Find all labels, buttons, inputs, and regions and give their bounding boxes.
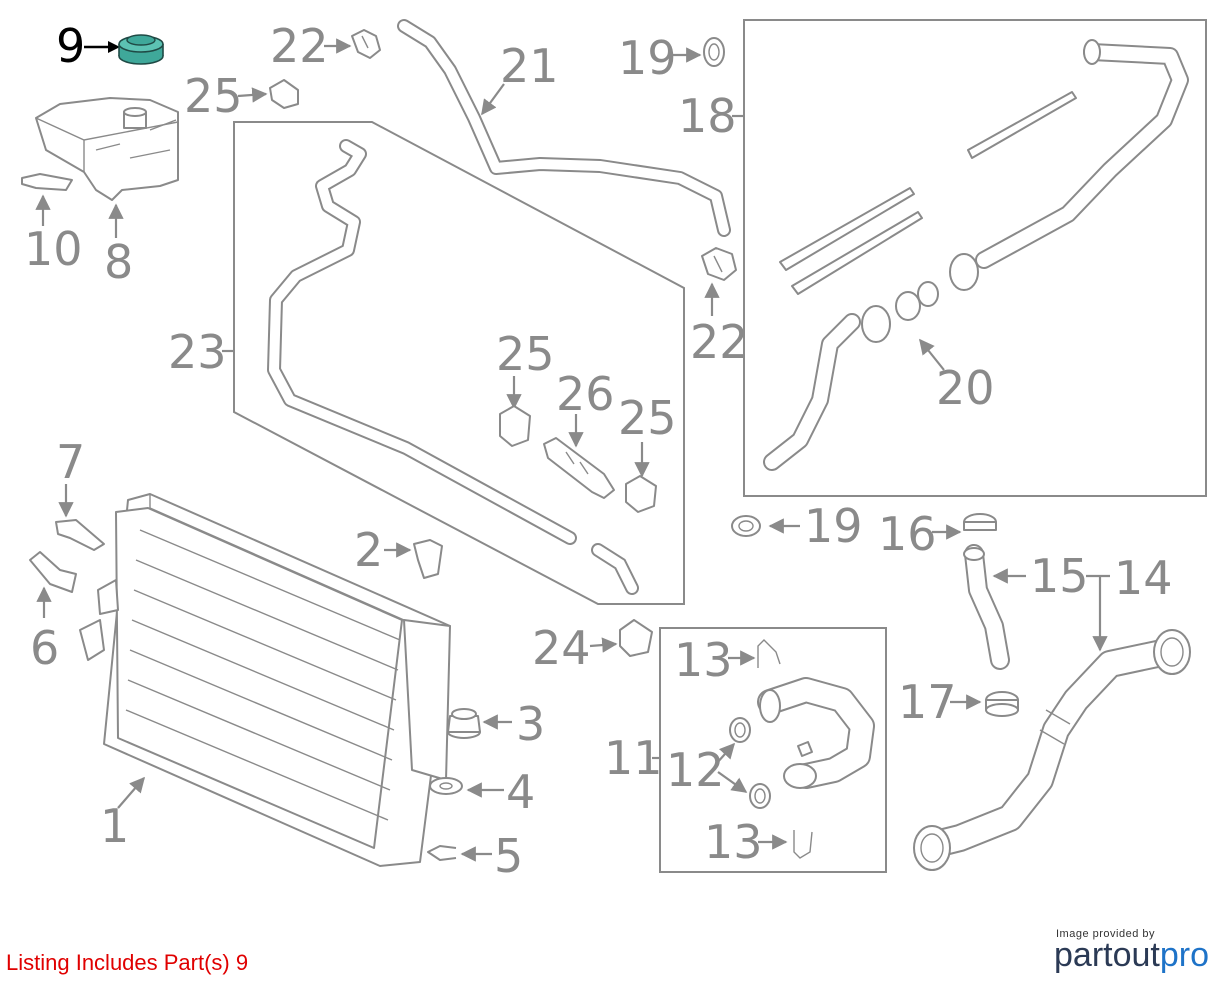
- callout-1: 1: [100, 799, 129, 853]
- cap-shape: [118, 34, 164, 65]
- part-23-hose-group[interactable]: 23: [168, 121, 685, 605]
- leader-21: [481, 83, 505, 116]
- callout-2: 2: [354, 523, 383, 577]
- part-9-cap[interactable]: 9: [56, 19, 164, 73]
- part-14-hose[interactable]: 14: [913, 551, 1191, 871]
- leader-25-top: [237, 87, 268, 103]
- callout-13-upper: 13: [674, 633, 733, 687]
- part-22-clamp-right[interactable]: 22: [690, 247, 749, 369]
- part-8-reservoir[interactable]: 8: [35, 97, 179, 289]
- callout-19-bottom: 19: [804, 499, 863, 553]
- part-26-connector[interactable]: 26: [543, 367, 615, 499]
- part-20-fitting[interactable]: 20: [919, 338, 995, 415]
- part-13-clip-lower[interactable]: 13: [704, 815, 813, 869]
- part-4-washer[interactable]: 4: [429, 765, 535, 819]
- part-15-hose[interactable]: 15: [963, 544, 1089, 670]
- callout-18: 18: [678, 89, 737, 143]
- callout-15: 15: [1030, 549, 1089, 603]
- callout-5: 5: [494, 829, 523, 883]
- part-17-clamp[interactable]: 17: [898, 675, 1019, 729]
- part-10-bracket[interactable]: 10: [21, 173, 83, 276]
- partoutpro-logo: partoutpro: [1054, 936, 1209, 975]
- part-25-clip-right[interactable]: 25: [618, 391, 677, 513]
- brand-main: partout: [1054, 936, 1160, 974]
- callout-16: 16: [878, 507, 937, 561]
- part-2-pin[interactable]: 2: [354, 523, 443, 579]
- part-24-clip[interactable]: 24: [532, 619, 653, 675]
- callout-4: 4: [506, 765, 535, 819]
- arrow-9: [108, 41, 120, 53]
- part-7-bracket[interactable]: 7: [55, 435, 105, 551]
- part-13-clip-upper[interactable]: 13: [674, 633, 781, 687]
- callout-26: 26: [556, 367, 615, 421]
- callout-12: 12: [666, 743, 725, 797]
- callout-9: 9: [56, 19, 85, 73]
- part-5-clip[interactable]: 5: [427, 829, 523, 883]
- part-25-clip-top[interactable]: 25: [184, 69, 299, 123]
- listing-note: Listing Includes Part(s) 9: [6, 950, 249, 975]
- callout-17: 17: [898, 675, 957, 729]
- leader-1: [117, 776, 146, 809]
- part-21-hose[interactable]: 21: [397, 19, 731, 237]
- callout-20: 20: [936, 361, 995, 415]
- callout-24: 24: [532, 621, 591, 675]
- part-16-clamp[interactable]: 16: [878, 507, 997, 561]
- callout-23: 23: [168, 325, 227, 379]
- callout-8: 8: [104, 235, 133, 289]
- part-22-clamp-top[interactable]: 22: [270, 19, 381, 73]
- callout-21: 21: [500, 39, 559, 93]
- part-18-hose-group[interactable]: 18: [678, 19, 1207, 497]
- callout-25-mid: 25: [496, 327, 555, 381]
- leader-20: [919, 338, 945, 371]
- callout-3: 3: [516, 697, 545, 751]
- part-19-clamp-bottom[interactable]: 19: [731, 499, 863, 553]
- callout-19-top: 19: [618, 31, 677, 85]
- callout-22-right: 22: [690, 315, 749, 369]
- brand-accent: pro: [1159, 936, 1209, 974]
- callout-14: 14: [1114, 551, 1173, 605]
- leader-12-a: [715, 742, 736, 765]
- part-25-clip-mid[interactable]: 25: [496, 327, 555, 447]
- callout-10: 10: [24, 222, 83, 276]
- callout-25-right: 25: [618, 391, 677, 445]
- callout-7: 7: [56, 435, 85, 489]
- callout-13-lower: 13: [704, 815, 763, 869]
- part-3-mount[interactable]: 3: [447, 697, 545, 751]
- part-1-radiator[interactable]: 1: [79, 493, 451, 867]
- part-19-clamp-top[interactable]: 19: [618, 31, 725, 85]
- callout-25-top: 25: [184, 69, 243, 123]
- callout-22-top: 22: [270, 19, 329, 73]
- part-6-bracket[interactable]: 6: [29, 551, 77, 675]
- leader-24: [589, 637, 618, 653]
- part-12-o-rings[interactable]: 12: [666, 742, 748, 797]
- leader-12-b: [717, 771, 748, 793]
- part-11-hose-kit[interactable]: 11: [604, 627, 887, 873]
- callout-6: 6: [30, 621, 59, 675]
- image-credit-label: Image provided by: [1056, 928, 1155, 940]
